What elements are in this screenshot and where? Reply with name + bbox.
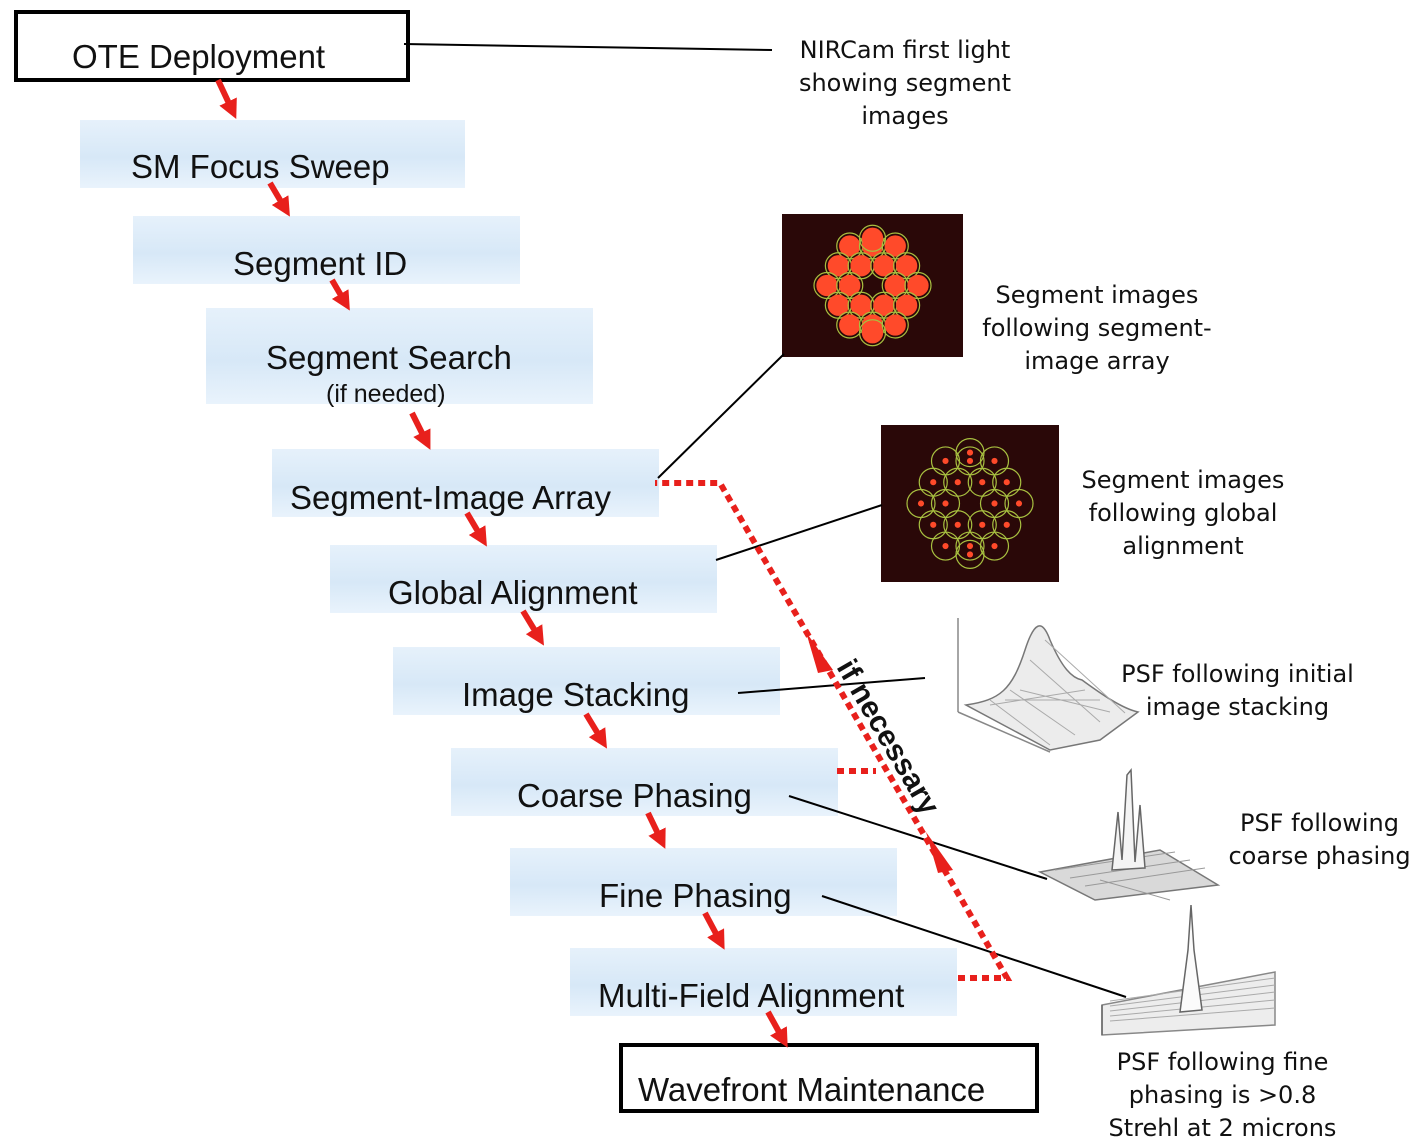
leader-line-fine-phasing: [821, 895, 1127, 998]
segment-array-images-note: Segment images following segment- image …: [972, 279, 1222, 378]
coarse-phasing-step: [451, 748, 838, 816]
note-line: PSF following initial: [1121, 660, 1354, 688]
psf-stacking-note: PSF following initial image stacking: [1105, 658, 1370, 724]
note-line: showing segment: [798, 69, 1012, 97]
fine-phasing-step: [510, 848, 897, 916]
segment-id-label: Segment ID: [233, 245, 408, 282]
psf-stacking-plot: [957, 618, 1140, 753]
leader-line-first-light: [403, 43, 773, 51]
mirror-segment-image: [955, 437, 985, 468]
if-necessary-label: if necessary: [830, 654, 946, 821]
mirror-segment-image: [955, 539, 985, 570]
note-line: following segment-: [982, 314, 1212, 342]
segment-search-step: [206, 308, 593, 404]
segment-search-label: Segment Search: [266, 339, 512, 376]
fine-phasing-label: Fine Phasing: [599, 877, 792, 914]
psf-fine-plot: [1101, 904, 1276, 1036]
note-line: coarse phasing: [1228, 842, 1411, 870]
flow-arrow: [464, 511, 487, 547]
mirror-segment-image: [955, 531, 985, 561]
flow-arrow: [765, 1010, 788, 1048]
segment-search-note: (if needed): [326, 380, 446, 408]
sm-focus-sweep-step: [80, 120, 465, 188]
loop-arrowhead: [806, 632, 833, 673]
segment-array-image: [782, 214, 963, 357]
psf-fine-note: PSF following fine phasing is >0.8 Streh…: [1090, 1046, 1355, 1145]
sm-focus-sweep-label: SM Focus Sweep: [131, 148, 390, 185]
note-line: Strehl at 2 microns: [1108, 1114, 1337, 1142]
wavefront-maintenance-box: [619, 1043, 1039, 1113]
note-line: PSF following fine: [1116, 1048, 1329, 1076]
multi-field-alignment-label: Multi-Field Alignment: [598, 977, 905, 1014]
global-alignment-images-note: Segment images following global alignmen…: [1068, 464, 1298, 563]
note-line: alignment: [1122, 532, 1244, 560]
ote-deployment-box: [14, 10, 410, 82]
flow-arrow: [215, 78, 237, 119]
image-stacking-step: [393, 647, 780, 715]
global-alignment-image-graphic: [906, 437, 1034, 570]
note-line: images: [861, 102, 949, 130]
wavefront-maintenance-label: Wavefront Maintenance: [638, 1071, 986, 1108]
note-line: Segment images: [995, 281, 1199, 309]
segment-id-step: [133, 216, 520, 284]
note-line: image stacking: [1145, 693, 1330, 721]
leader-line-coarse-phasing: [788, 795, 1048, 880]
segment-image-array-label: Segment-Image Array: [290, 479, 611, 516]
mirror-segment-image: [858, 224, 887, 252]
flow-arrow: [645, 811, 666, 849]
psf-coarse-note: PSF following coarse phasing: [1222, 807, 1417, 873]
loop-arrowhead: [926, 832, 953, 873]
mirror-segment-image: [858, 319, 887, 347]
flow-arrow: [409, 411, 431, 450]
flow-arrow: [329, 278, 350, 311]
segment-image-array-step: [272, 449, 659, 517]
global-alignment-image: [881, 425, 1059, 582]
multi-field-alignment-step: [570, 948, 957, 1016]
flow-arrow: [583, 712, 607, 749]
flow-arrow: [267, 181, 290, 217]
first-light-note: NIRCam first light showing segment image…: [780, 34, 1030, 133]
feedback-loop-path: [655, 480, 1013, 981]
global-alignment-label: Global Alignment: [388, 574, 638, 611]
note-line: image array: [1024, 347, 1170, 375]
image-stacking-label: Image Stacking: [462, 676, 690, 713]
leader-line-segment-array: [657, 353, 785, 479]
flow-arrow: [702, 911, 725, 950]
note-line: phasing is >0.8: [1128, 1081, 1317, 1109]
leader-line-global-alignment: [715, 504, 883, 561]
coarse-phasing-label: Coarse Phasing: [517, 777, 752, 814]
note-line: NIRCam first light: [799, 36, 1011, 64]
psf-coarse-plot: [1037, 767, 1221, 901]
global-alignment-step: [330, 545, 717, 613]
note-line: Segment images: [1081, 466, 1285, 494]
leader-line-image-stacking: [737, 677, 926, 694]
note-line: following global: [1088, 499, 1278, 527]
ote-deployment-label: OTE Deployment: [72, 38, 326, 75]
flow-arrow: [520, 609, 544, 646]
segment-array-image-graphic: [813, 224, 932, 347]
note-line: PSF following: [1239, 809, 1400, 837]
